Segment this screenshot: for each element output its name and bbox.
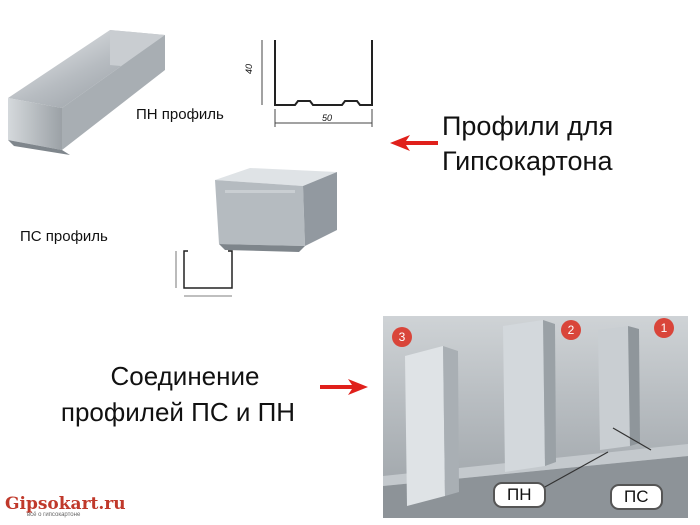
ps-profile-label: ПС профиль <box>20 228 108 245</box>
ps-profile-image <box>215 168 337 252</box>
pn-tag: ПН <box>493 482 546 508</box>
heading-line2: Гипсокартона <box>442 146 613 176</box>
logo-text: Gipsokart.ru <box>5 494 126 514</box>
ps-tag: ПС <box>610 484 663 510</box>
marker-3: 3 <box>392 327 412 347</box>
pn-profile-image <box>8 30 165 155</box>
connection-photo: 3 2 1 ПН ПС <box>383 316 688 518</box>
logo-subtitle: всё о гипсокартоне <box>27 512 81 518</box>
ps-profile-drawing <box>175 250 233 297</box>
connection-line2: профилей ПС и ПН <box>60 397 296 427</box>
site-logo: Gipsokart.ru всё о гипсокартоне <box>5 494 126 518</box>
arrow-icon <box>320 379 368 395</box>
marker-2: 2 <box>561 320 581 340</box>
pn-profile-label: ПН профиль <box>136 106 224 123</box>
connection-line1: Соединение <box>110 361 260 391</box>
pn-profile-drawing <box>261 40 373 127</box>
pn-height-dimension: 40 <box>244 63 255 75</box>
arrow-icon <box>390 135 438 151</box>
marker-1: 1 <box>654 318 674 338</box>
pn-width-dimension: 50 <box>322 113 333 123</box>
heading-line1: Профили для <box>442 111 614 141</box>
